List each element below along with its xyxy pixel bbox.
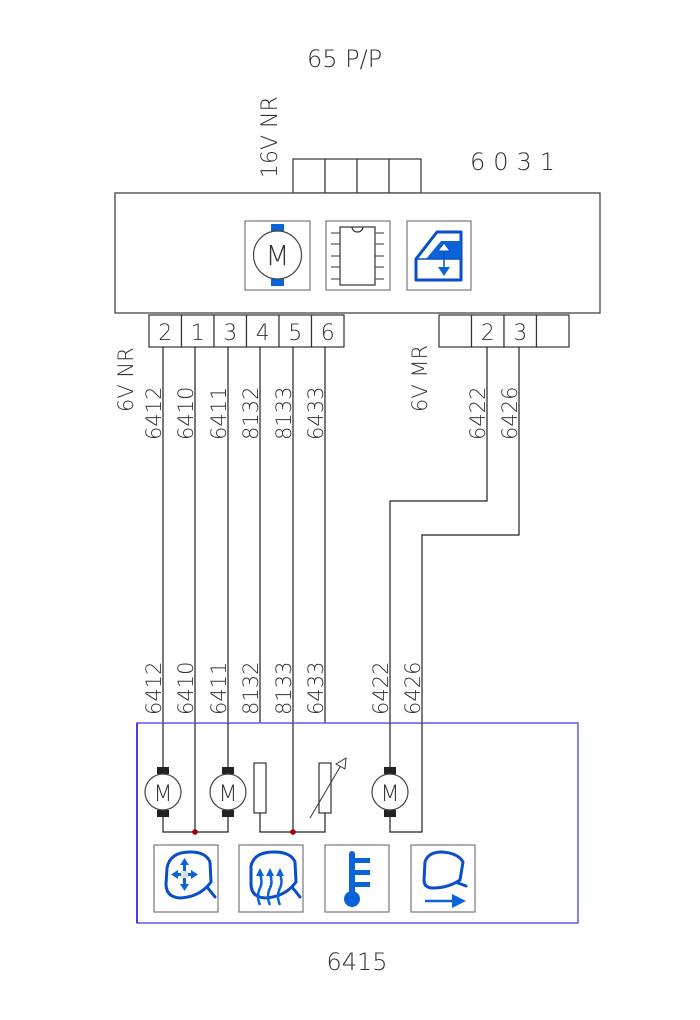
resistor-8132 [253, 762, 267, 814]
motor-icon: M [244, 220, 311, 291]
diagram-title: 65 P/P [307, 45, 382, 73]
pin-number: 5 [288, 321, 302, 346]
connector-pin [535, 314, 570, 348]
pin-number: 2 [158, 321, 172, 346]
wire-label-bottom: 6412 [142, 662, 166, 715]
top-connector-cell [292, 158, 326, 194]
connector-pin [278, 314, 313, 348]
motor-6422: M [371, 767, 409, 817]
wire-label-top: 6412 [142, 387, 166, 440]
motor-6412: M [144, 767, 182, 817]
connector-pin [310, 314, 345, 348]
wire-label-top: 6433 [304, 387, 328, 440]
window-lift-icon [406, 220, 472, 291]
wire-label-bottom: 8133 [272, 662, 296, 715]
top-connector-cell [388, 158, 422, 194]
connector-pin [245, 314, 280, 348]
left-connector-label: 6V NR [114, 347, 138, 412]
wire-label-bottom: 6410 [174, 662, 198, 715]
connector-pin [180, 314, 215, 348]
module-id-6415: 6415 [326, 948, 387, 976]
wire-label-top: 6410 [174, 387, 198, 440]
wire-label-bottom: 6433 [304, 662, 328, 715]
connector-pin [148, 314, 183, 348]
junction-dot [290, 829, 296, 835]
mirror-adjust-icon [153, 844, 219, 913]
motor-6411: M [209, 767, 247, 817]
variable-resistor-6433 [318, 762, 332, 814]
pin-number: 3 [223, 321, 237, 346]
variable-resistor-arrow [335, 757, 347, 770]
svg-text:M: M [154, 782, 173, 807]
wires: 6412 6410 6411 8132 8133 6433 6422 6426 6412 6410… [142, 347, 522, 723]
pin-number: 2 [481, 321, 495, 346]
wire-6422 [389, 347, 488, 723]
svg-text:M: M [219, 782, 238, 807]
top-connector-cell [324, 158, 358, 194]
wire-label-top: 6411 [207, 387, 231, 440]
top-connector-label: 16V NR [258, 96, 283, 178]
connector-pin [438, 314, 473, 348]
wire-label-top: 8133 [272, 387, 296, 440]
pin-number: 6 [321, 321, 335, 346]
wire-label-bottom: 6411 [207, 662, 231, 715]
svg-text:M: M [381, 782, 400, 807]
wire-label-bottom: 8132 [239, 662, 263, 715]
junction-dot [192, 829, 198, 835]
wire-6426 [421, 347, 520, 723]
top-connector-cell [356, 158, 390, 194]
pin-number: 3 [513, 321, 527, 346]
right-connector-label: 6V MR [408, 345, 432, 412]
pin-number: 4 [256, 321, 270, 346]
mirror-fold-icon [410, 844, 476, 913]
svg-text:M: M [265, 239, 289, 272]
connector-pin [503, 314, 538, 348]
wire-label-bottom: 6422 [369, 662, 393, 715]
top-connector [292, 158, 422, 194]
temperature-icon [324, 844, 390, 913]
wire-label-bottom: 6426 [401, 662, 425, 715]
pin-number: 1 [191, 321, 205, 346]
wire-label-top: 8132 [239, 387, 263, 440]
module-id-6031: 6031 [470, 148, 563, 176]
mirror-heating-icon [238, 844, 304, 913]
ic-chip-icon [325, 220, 391, 291]
wire-label-top: 6422 [466, 387, 490, 440]
wire-label-top: 6426 [498, 387, 522, 440]
